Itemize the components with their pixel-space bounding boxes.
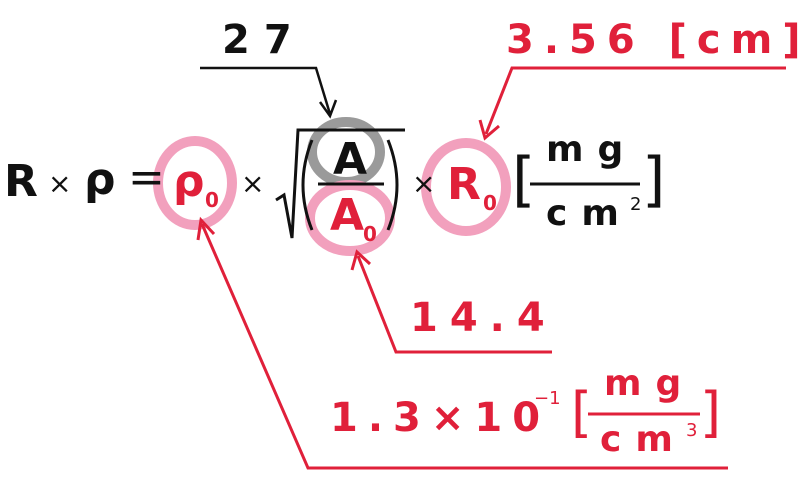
unit-bracket-close: ] xyxy=(642,145,666,215)
fraction-denominator-A: A xyxy=(330,190,365,241)
R0-value-label: 3.56 [cm] xyxy=(506,17,806,63)
A0-value-label: 14.4 xyxy=(410,295,557,341)
rho0-value-mantissa: 1.3×10 xyxy=(330,395,551,441)
left-paren xyxy=(301,139,314,231)
arrow-13-to-rho0 xyxy=(200,223,728,470)
unit-denominator-exponent: 2 xyxy=(630,194,642,215)
rho0-subscript: 0 xyxy=(205,188,219,212)
arrow-356-to-R0 xyxy=(484,66,786,135)
rho0-unit-denominator-exponent: 3 xyxy=(686,420,698,441)
rho0-unit-denominator: cm xyxy=(600,419,687,460)
unit-denominator: cm xyxy=(546,193,633,234)
R-symbol: R xyxy=(4,156,38,207)
arrowhead-27 xyxy=(318,99,338,119)
fraction-numerator-A: A xyxy=(333,134,368,185)
square-root-sign xyxy=(275,128,405,239)
unit-bracket-open: [ xyxy=(512,145,536,215)
arrowhead-13 xyxy=(196,216,216,241)
rho0-unit-bracket-open: [ xyxy=(571,381,593,444)
rho0-unit-numerator: mg xyxy=(604,363,696,404)
fraction-denominator-subscript: 0 xyxy=(363,222,377,246)
R0-base: R xyxy=(447,159,481,210)
times-symbol-2: × xyxy=(412,167,436,200)
rho0-value-exponent: −1 xyxy=(534,388,561,409)
rho-symbol: ρ xyxy=(84,154,116,205)
arrowhead-144 xyxy=(350,249,372,271)
arrowhead-356 xyxy=(478,119,500,141)
equals-sign: = xyxy=(128,152,165,203)
arrow-27-to-A xyxy=(200,66,332,115)
R0-subscript: 0 xyxy=(483,191,497,215)
A-value-label: 27 xyxy=(222,17,306,63)
unit-numerator: mg xyxy=(546,129,638,170)
right-paren xyxy=(386,139,399,231)
rho0-highlight-circle xyxy=(153,136,237,230)
rho0-unit-bracket-close: ] xyxy=(700,381,722,444)
times-symbol-left: × xyxy=(48,167,72,200)
arrow-144-to-A0 xyxy=(356,255,552,354)
R0-highlight-circle xyxy=(421,138,511,236)
rho0-base: ρ xyxy=(173,156,205,207)
times-symbol-1: × xyxy=(241,167,265,200)
